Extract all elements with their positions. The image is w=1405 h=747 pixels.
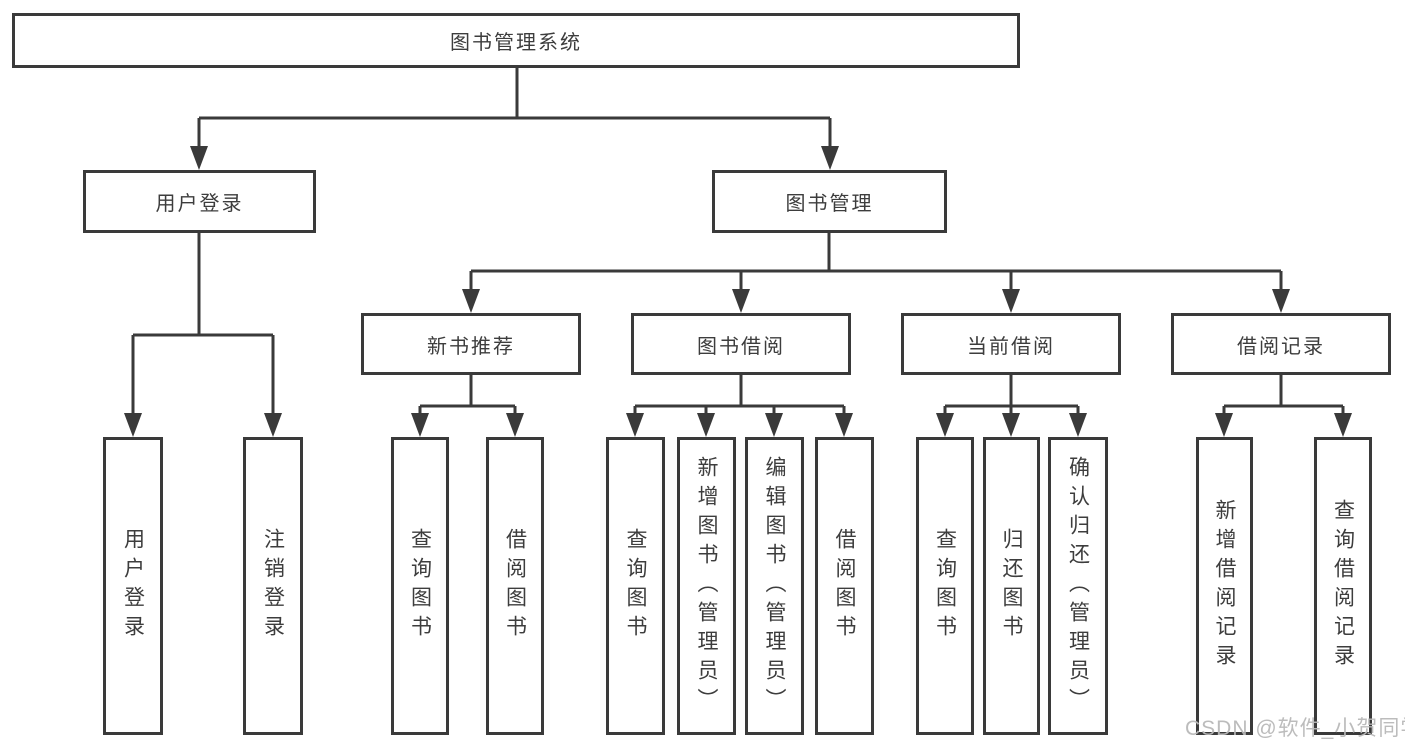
leaf-return-book-label: 归还图书 xyxy=(1000,528,1023,644)
leaf-logout: 注销登录 xyxy=(243,437,303,735)
node-book-borrow-label: 图书借阅 xyxy=(697,335,785,358)
leaf-add-borrow-record: 新增借阅记录 xyxy=(1196,437,1253,735)
node-user-login: 用户登录 xyxy=(83,170,316,233)
leaf-query-borrow-record: 查询借阅记录 xyxy=(1314,437,1372,735)
leaf-user-login: 用户登录 xyxy=(103,437,163,735)
leaf-borrow-book-recommend-label: 借阅图书 xyxy=(503,528,527,644)
node-book-management-label: 图书管理 xyxy=(785,193,874,215)
node-borrow-records-label: 借阅记录 xyxy=(1237,335,1325,358)
leaf-logout-label: 注销登录 xyxy=(261,528,285,644)
node-new-book-recommend: 新书推荐 xyxy=(361,313,581,375)
leaf-query-book-borrow-label: 查询图书 xyxy=(624,528,647,644)
node-book-borrow: 图书借阅 xyxy=(631,313,851,375)
leaf-borrow-book: 借阅图书 xyxy=(815,437,874,735)
node-borrow-records: 借阅记录 xyxy=(1171,313,1391,375)
leaf-query-book-recommend: 查询图书 xyxy=(391,437,449,735)
leaf-query-book-current-label: 查询图书 xyxy=(933,528,957,644)
leaf-borrow-book-recommend: 借阅图书 xyxy=(486,437,544,735)
leaf-user-login-label: 用户登录 xyxy=(121,528,145,644)
leaf-add-book-admin-label: 新增图书（管理员） xyxy=(695,455,718,717)
leaf-add-borrow-record-label: 新增借阅记录 xyxy=(1213,499,1236,673)
node-library-system-label: 图书管理系统 xyxy=(450,32,582,54)
leaf-query-book-recommend-label: 查询图书 xyxy=(408,528,432,644)
node-current-borrow: 当前借阅 xyxy=(901,313,1121,375)
node-book-management: 图书管理 xyxy=(712,170,947,233)
leaf-query-book-current: 查询图书 xyxy=(916,437,974,735)
leaf-confirm-return-admin-label: 确认归还（管理员） xyxy=(1066,455,1090,717)
node-new-book-recommend-label: 新书推荐 xyxy=(427,335,515,358)
leaf-confirm-return-admin: 确认归还（管理员） xyxy=(1048,437,1108,735)
leaf-query-book-borrow: 查询图书 xyxy=(606,437,665,735)
leaf-add-book-admin: 新增图书（管理员） xyxy=(677,437,736,735)
leaf-edit-book-admin-label: 编辑图书（管理员） xyxy=(763,455,786,717)
node-user-login-label: 用户登录 xyxy=(155,193,244,215)
leaf-query-borrow-record-label: 查询借阅记录 xyxy=(1331,499,1355,673)
leaf-return-book: 归还图书 xyxy=(983,437,1040,735)
leaf-borrow-book-label: 借阅图书 xyxy=(833,528,856,644)
node-current-borrow-label: 当前借阅 xyxy=(967,335,1055,358)
node-library-system: 图书管理系统 xyxy=(12,13,1020,68)
csdn-watermark: CSDN @软件_小贺同学 xyxy=(1185,717,1405,740)
leaf-edit-book-admin: 编辑图书（管理员） xyxy=(745,437,804,735)
